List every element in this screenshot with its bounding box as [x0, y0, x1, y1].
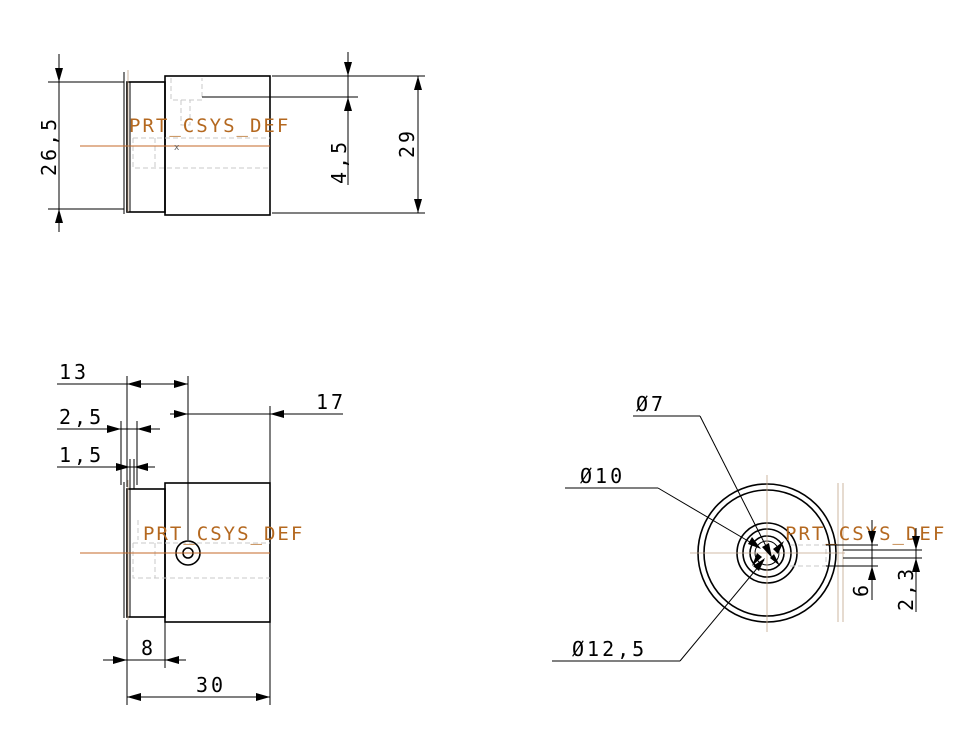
side-dim-dia-10: Ø10	[580, 464, 625, 488]
top-csys-label: PRT_CSYS_DEF	[129, 115, 290, 137]
front-large-body	[164, 482, 271, 623]
front-dim-1-5: 1,5	[59, 443, 104, 467]
front-dim-17: 17	[316, 390, 346, 414]
front-dim-30: 30	[196, 673, 226, 697]
side-dim-2-3: 2,3	[894, 566, 918, 611]
top-csys-mark: x	[174, 143, 180, 153]
top-dim-4-5: 4,5	[327, 139, 351, 184]
front-dim-8: 8	[141, 636, 156, 660]
top-dim-26-5: 26,5	[37, 116, 61, 176]
side-csys-label: PRT_CSYS_DEF	[785, 523, 946, 545]
front-dim-2-5: 2,5	[59, 405, 104, 429]
front-dim-13: 13	[59, 360, 89, 384]
front-csys-label: PRT_CSYS_DEF	[143, 523, 304, 545]
side-dim-dia-7: Ø7	[636, 392, 666, 416]
side-dim-6: 6	[849, 582, 873, 597]
side-dim-dia-12-5: Ø12,5	[572, 637, 647, 661]
top-large-body	[164, 75, 271, 216]
top-view: x PRT_CSYS_DEF 26,5 29 4,5	[37, 52, 425, 232]
top-dim-29: 29	[395, 128, 419, 158]
side-view: PRT_CSYS_DEF Ø7 Ø10 Ø12,5 6 2,3	[552, 392, 946, 662]
front-view: PRT_CSYS_DEF 13 17 2,5 1,5	[57, 360, 346, 705]
